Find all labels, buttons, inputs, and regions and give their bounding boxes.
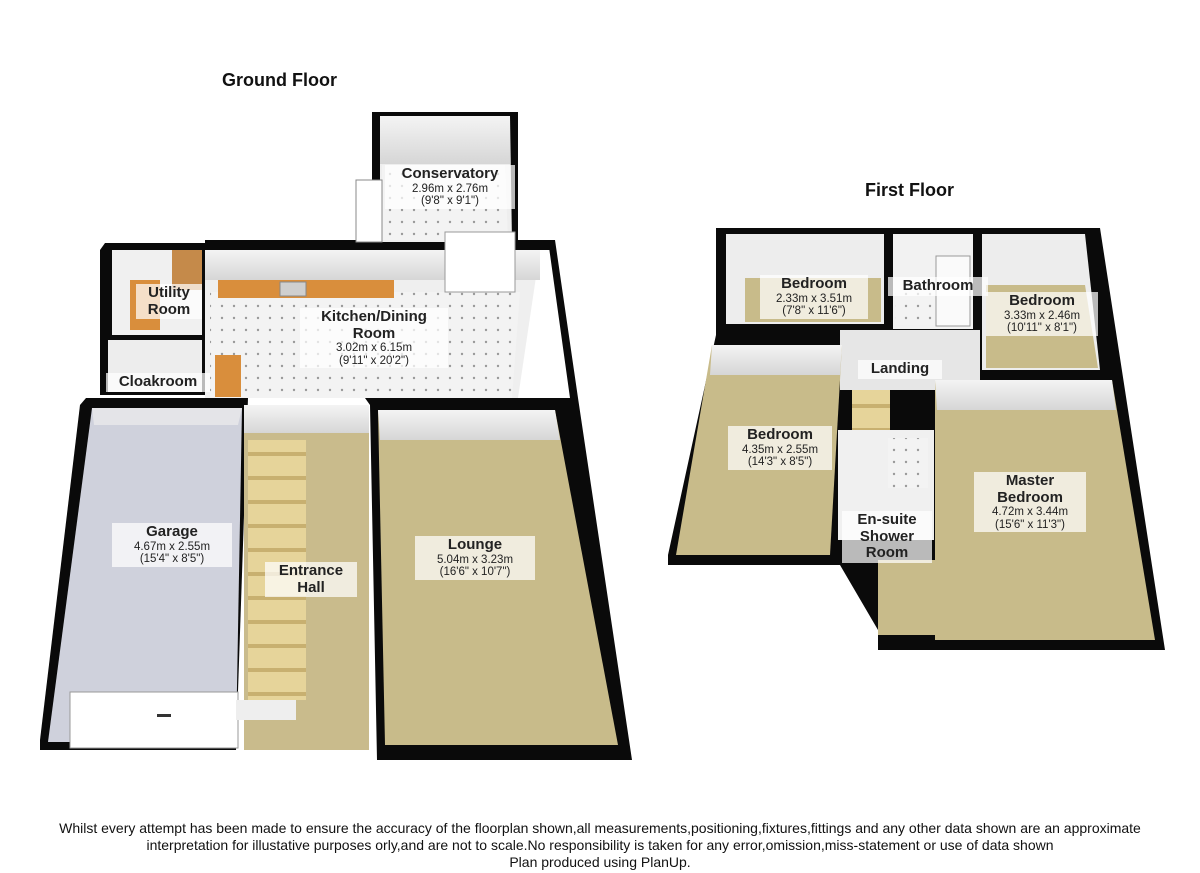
label-utility: Utility Room (136, 284, 202, 319)
label-conservatory: Conservatory 2.96m x 2.76m (9'8" x 9'1") (385, 165, 515, 209)
garage-door (69, 691, 239, 749)
label-kitchen-dining: Kitchen/Dining Room 3.02m x 6.15m (9'11"… (300, 308, 448, 369)
ground-floor-title: Ground Floor (222, 70, 337, 90)
label-bedroom-top-left: Bedroom 2.33m x 3.51m (7'8" x 11'6") (760, 275, 868, 319)
label-lounge: Lounge 5.04m x 3.23m (16'6" x 10'7") (415, 536, 535, 580)
room-garage (48, 408, 242, 749)
label-master-bedroom: Master Bedroom 4.72m x 3.44m (15'6" x 11… (974, 472, 1086, 533)
label-bedroom-left: Bedroom 4.35m x 2.55m (14'3" x 8'5") (728, 426, 832, 470)
disclaimer-line-3: Plan produced using PlanUp. (509, 854, 691, 870)
label-cloakroom: Cloakroom (106, 373, 210, 392)
disclaimer-line-2: interpretation for illustative purposes … (146, 837, 1054, 853)
first-floor-title: First Floor (865, 180, 954, 200)
room-conservatory (355, 116, 512, 243)
label-ensuite: En-suite Shower Room (842, 511, 932, 563)
patio-doors (444, 231, 516, 293)
label-bedroom-top-right: Bedroom 3.33m x 2.46m (10'11" x 8'1") (986, 292, 1098, 336)
label-entrance-hall: Entrance Hall (265, 562, 357, 597)
sink (279, 281, 307, 297)
disclaimer: Whilst every attempt has been made to en… (0, 820, 1200, 871)
label-landing: Landing (858, 360, 942, 379)
disclaimer-line-1: Whilst every attempt has been made to en… (59, 820, 1141, 836)
label-garage: Garage 4.67m x 2.55m (15'4" x 8'5") (112, 523, 232, 567)
ground-floor-plan (40, 112, 632, 760)
label-bathroom: Bathroom (888, 277, 988, 296)
